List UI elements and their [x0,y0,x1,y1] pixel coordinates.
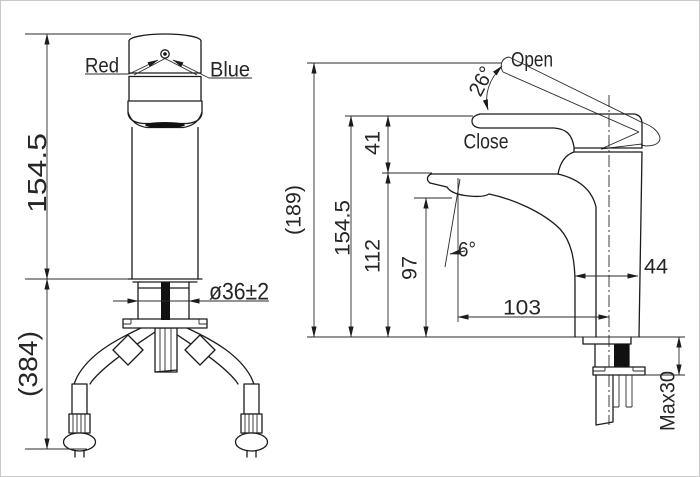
red-leader [128,59,159,75]
label-red: Red [85,54,119,77]
dim-shank-diameter: ø36±2 [209,278,269,305]
dim-spout-reach: 103 [503,296,541,319]
dim-spout-top-height: 112 [361,239,384,273]
dim-outlet-height: 97 [398,256,421,280]
body-inner-contour [557,173,597,338]
spout-tip [426,173,432,184]
handle-cap-top [128,33,202,42]
faucet-body-front [127,33,203,283]
hose-fitting-right [234,383,269,458]
dim-side-body-height: 154.5 [331,200,354,256]
dim-front-body-height: 154.5 [22,133,52,213]
label-open: Open [511,48,553,71]
outlet-angle-leader [449,249,466,255]
dim-overall-height: (189) [282,185,305,235]
side-view: Open Close 26° 41 (189) 154.5 112 97 6° … [282,48,685,431]
aerator-slot [145,122,185,128]
threaded-tube [154,327,178,373]
hose-connector-left [112,334,144,366]
supply-hoses-front [73,327,255,385]
supply-tail [595,374,614,426]
spout-band [127,100,203,125]
neck-saddle [557,151,575,175]
threaded-stud-side [614,344,629,367]
handle-lever-top [479,113,643,149]
supply-tubes [612,375,633,408]
dim-base-depth: 44 [644,255,668,278]
base-front [127,278,203,283]
temp-indicator-dot [160,49,170,59]
label-close: Close [464,130,509,153]
dim-handle-angle: 26° [465,63,499,100]
hose-fitting-left [62,383,97,458]
front-view-dimensions [25,33,269,450]
dim-handle-lift: 41 [361,131,384,155]
lock-flange [122,318,208,329]
handle-lever-bottom [471,113,575,148]
side-view-dimensions [307,62,685,376]
dim-outlet-angle: 6° [458,238,476,261]
cartridge-ring [573,147,643,153]
dim-hose-length: (384) [13,331,43,397]
label-blue: Blue [210,58,250,81]
column [131,126,199,280]
mounting-hardware-side [582,336,646,426]
dim-deck-thickness: Max30 [656,371,679,431]
spout-underside [429,182,576,338]
faucet-body-side [426,113,643,338]
front-view: Red Blue 154.5 (384) ø36±2 [13,33,269,458]
blue-leader [172,59,210,79]
hose-connector-right [184,334,216,366]
outlet-angle-line [444,178,461,268]
base-plate [582,336,632,345]
body-upper [128,75,202,102]
dim-arc-handle-angle [482,65,503,111]
body-right-edge [638,151,643,338]
